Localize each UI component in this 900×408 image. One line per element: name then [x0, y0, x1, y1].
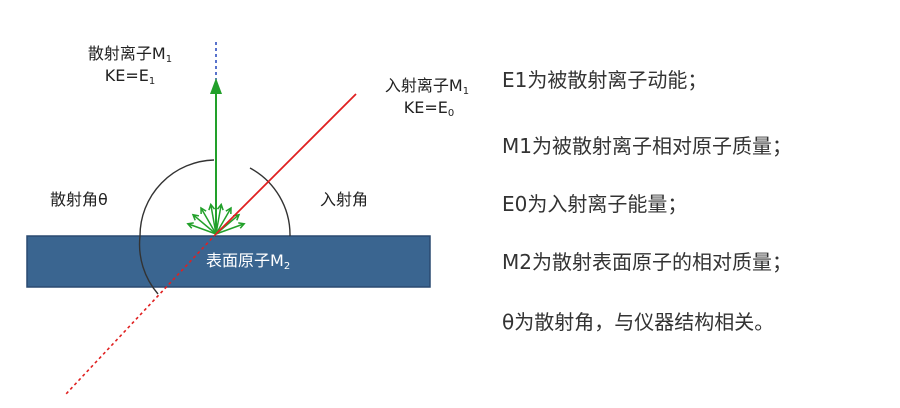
starburst-ray — [210, 204, 217, 235]
starburst-arrowhead — [216, 202, 224, 211]
scatter-angle-label: 散射角θ — [50, 190, 108, 209]
desc-m1: M1为被散射离子相对原子质量； — [502, 134, 792, 158]
incident-ion-label: 入射离子M1 — [384, 76, 470, 97]
desc-e1: E1为被散射离子动能； — [502, 68, 708, 92]
starburst-arrowhead — [200, 206, 207, 215]
starburst-arrowhead — [238, 222, 246, 229]
starburst-ray — [215, 207, 232, 235]
incident-angle-label: 入射角 — [320, 190, 369, 209]
starburst-ray — [200, 207, 217, 235]
scatter-starburst — [186, 202, 246, 235]
desc-m2: M2为散射表面原子的相对质量； — [502, 250, 792, 274]
scatter-angle-arc — [139, 159, 215, 237]
incident-ion-ke: KE=E0 — [403, 98, 455, 119]
surface-atom-label: 表面原子M2 — [206, 251, 291, 272]
starburst-arrowhead — [225, 206, 232, 215]
scattered-arrowhead — [210, 78, 222, 94]
lower-arc — [138, 235, 159, 295]
surface-slab — [26, 235, 431, 288]
desc-theta: θ为散射角，与仪器结构相关。 — [502, 310, 775, 334]
starburst-ray — [215, 204, 222, 235]
starburst-ray — [215, 223, 245, 235]
scattered-ion-ke: KE=E1 — [104, 66, 156, 87]
starburst-arrowhead — [186, 222, 194, 229]
starburst-ray — [192, 214, 217, 235]
scattered-ion-label: 散射离子M1 — [87, 44, 173, 65]
incident-ray-extension — [65, 233, 217, 395]
starburst-arrowhead — [191, 213, 200, 221]
starburst-arrowhead — [208, 202, 216, 211]
incident-ion-ray — [215, 93, 357, 235]
desc-e0: E0为入射离子能量； — [502, 192, 688, 216]
incident-angle-arc — [249, 167, 291, 237]
starburst-ray — [187, 223, 217, 235]
